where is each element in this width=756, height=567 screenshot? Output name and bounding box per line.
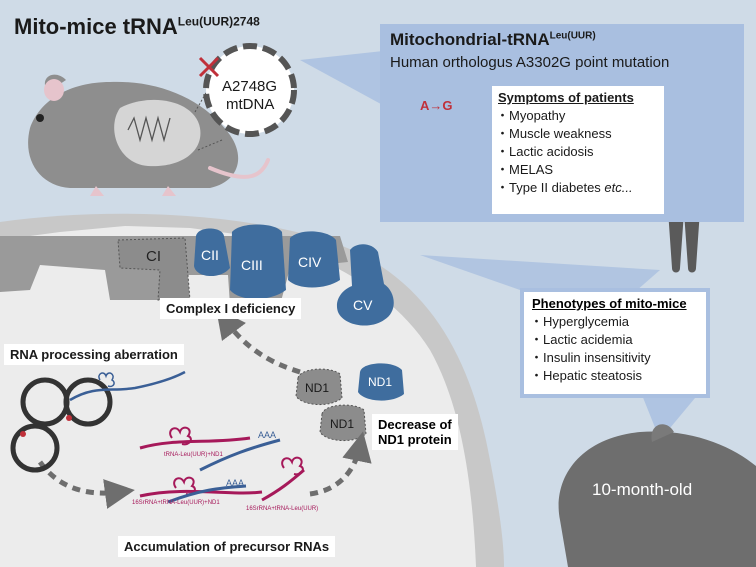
phenotypes-list: Hyperglycemia Lactic acidemia Insulin in… — [524, 313, 706, 385]
symptom-item: Muscle weakness — [496, 125, 664, 143]
precursor-rna-4 — [167, 484, 247, 504]
zoom-line-2 — [197, 139, 223, 151]
precursor-rna-5-clover — [281, 456, 304, 476]
complex-label-cv: CV — [353, 297, 373, 313]
aged-mouse-silhouette — [558, 431, 756, 567]
human-box-title-superscript: Leu(UUR) — [549, 30, 596, 42]
plasmid-label-mtdna: mtDNA — [226, 96, 275, 113]
complex-cv — [336, 244, 394, 326]
human-box-title-main: Mitochondrial-tRNA — [390, 30, 550, 49]
mouse-illustration — [28, 74, 270, 196]
mutation-label: A→G — [420, 98, 453, 113]
complex-label-cii: CII — [201, 247, 219, 263]
phenotype-item: Lactic acidemia — [530, 331, 706, 349]
mutation-dot-1 — [66, 415, 72, 421]
mtdna-circle-3 — [10, 423, 60, 473]
symptom-item: MELAS — [496, 161, 664, 179]
page-title: Mito-mice tRNALeu(UUR)2748 — [14, 14, 260, 40]
rna-processing-label: RNA processing aberration — [4, 344, 184, 365]
title-superscript: Leu(UUR)2748 — [177, 14, 260, 29]
nd1-shape-dotted-upper — [295, 368, 343, 405]
symptoms-list: Myopathy Muscle weakness Lactic acidosis… — [492, 107, 664, 197]
nd1-shape-blue — [358, 363, 404, 401]
complex-deficiency-label: Complex I deficiency — [160, 298, 302, 319]
phenotype-item: Hyperglycemia — [530, 313, 706, 331]
nd1-decrease-label: Decrease of ND1 protein — [372, 414, 458, 450]
rna-cloverleaf-small — [98, 372, 115, 388]
symptom-item: Myopathy — [496, 107, 664, 125]
symptom-item: Type II diabetes etc... — [496, 179, 664, 197]
polya-label-2: AAA — [226, 478, 245, 488]
arrow-to-complex — [215, 308, 301, 375]
phenotype-item: Hepatic steatosis — [530, 367, 706, 385]
plasmid-ring — [203, 43, 297, 137]
phenotypes-panel: Phenotypes of mito-mice Hyperglycemia La… — [520, 288, 710, 398]
symptom-item: Lactic acidosis — [496, 143, 664, 161]
precursor-rna-1-clover — [169, 426, 192, 446]
precursor-rna-2 — [199, 438, 281, 472]
nd1-label-lower: ND1 — [330, 417, 355, 431]
phenotypes-title: Phenotypes of mito-mice — [532, 296, 687, 311]
polya-label-1: AAA — [258, 430, 277, 440]
precursor-rna-3-clover — [173, 476, 196, 496]
age-label: 10-month-old — [592, 480, 693, 499]
title-main: Mito-mice tRNA — [14, 14, 178, 39]
arrow-to-nd1-decrease — [309, 431, 372, 497]
rna-label-1: tRNA-Leu(UUR)+ND1 — [164, 452, 223, 458]
precursor-rna-1 — [139, 436, 251, 450]
rna-label-2: 16SrRNA+tRNA-Leu(UUR)+ND1 — [132, 500, 220, 506]
complex-label-ciii: CIII — [241, 257, 263, 273]
symptom-etc: etc... — [604, 180, 633, 195]
nd1-decrease-line2: ND1 protein — [378, 432, 452, 447]
rna-label-3: 16SrRNA+tRNA-Leu(UUR) — [246, 506, 319, 512]
plasmid-label-mutation: A2748G — [222, 78, 278, 95]
aged-mouse-ear — [651, 424, 674, 442]
symptoms-panel: Symptoms of patients Myopathy Muscle wea… — [492, 86, 664, 214]
nd1-label-blue: ND1 — [368, 375, 393, 389]
mutation-dot-2 — [20, 431, 26, 437]
complex-ci — [117, 237, 191, 301]
complex-label-ci: CI — [146, 248, 161, 265]
symptoms-title: Symptoms of patients — [498, 90, 634, 105]
callout-wedge-top — [300, 50, 392, 110]
rna-strand-unprocessed — [69, 370, 186, 402]
mtdna-circle-2 — [63, 377, 113, 427]
nd1-decrease-line1: Decrease of — [378, 417, 452, 432]
nd1-label-upper: ND1 — [305, 381, 330, 395]
human-box-title: Mitochondrial-tRNALeu(UUR) — [390, 30, 596, 50]
plasmid-x-mark — [198, 56, 220, 78]
arrow-to-accumulation — [37, 460, 135, 509]
complex-cii — [194, 228, 230, 277]
phenotype-item: Insulin insensitivity — [530, 349, 706, 367]
symptom-item-diabetes: Type II diabetes — [509, 180, 601, 195]
complex-label-civ: CIV — [298, 254, 322, 270]
accumulation-label: Accumulation of precursor RNAs — [118, 536, 336, 557]
human-box-subtitle: Human orthologus A3302G point mutation — [390, 54, 670, 71]
complex-civ — [288, 231, 340, 288]
complex-ciii — [230, 224, 286, 299]
